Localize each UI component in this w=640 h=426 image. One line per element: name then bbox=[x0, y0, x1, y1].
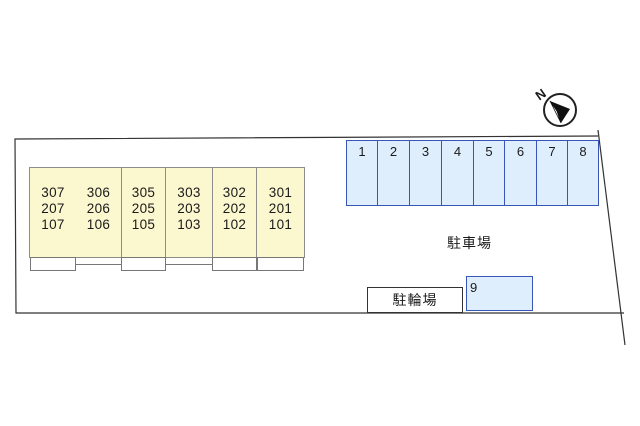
unit-number: 303 bbox=[177, 185, 201, 200]
parking-space: 6 bbox=[504, 140, 537, 206]
bicycle-parking: 駐輪場 bbox=[367, 287, 463, 313]
unit-number: 105 bbox=[131, 217, 156, 232]
parking-space: 8 bbox=[567, 140, 599, 206]
unit-number: 103 bbox=[177, 217, 201, 232]
parking-space: 9 bbox=[466, 276, 533, 311]
unit-number: 203 bbox=[177, 201, 201, 216]
unit-number: 205 bbox=[131, 201, 156, 216]
unit-column: 306 206 106 bbox=[76, 168, 121, 257]
entrance-step bbox=[30, 257, 76, 271]
unit-number: 101 bbox=[268, 217, 293, 232]
unit-number: 106 bbox=[86, 217, 111, 232]
unit-number: 202 bbox=[222, 201, 247, 216]
parking-space: 5 bbox=[473, 140, 505, 206]
north-arrow-icon bbox=[543, 93, 577, 127]
unit-number: 302 bbox=[222, 185, 247, 200]
unit-number: 107 bbox=[41, 217, 65, 232]
unit-number: 306 bbox=[86, 185, 111, 200]
parking-space: 1 bbox=[346, 140, 378, 206]
entrance-step bbox=[121, 257, 166, 271]
parking-space: 3 bbox=[409, 140, 442, 206]
parking-space: 7 bbox=[536, 140, 568, 206]
unit-column: 303 203 103 bbox=[166, 168, 212, 257]
entrance-step bbox=[257, 257, 304, 271]
walkway-line bbox=[166, 264, 212, 265]
unit-column: 301 201 101 bbox=[257, 168, 304, 257]
parking-lot-label: 駐車場 bbox=[447, 235, 492, 251]
unit-number: 207 bbox=[41, 201, 65, 216]
unit-column: 302 202 102 bbox=[212, 168, 257, 257]
unit-number: 102 bbox=[222, 217, 247, 232]
unit-column: 307 207 107 bbox=[30, 168, 76, 257]
apartment-building bbox=[29, 167, 305, 258]
unit-column: 305 205 105 bbox=[121, 168, 166, 257]
unit-number: 201 bbox=[268, 201, 293, 216]
parking-space: 2 bbox=[377, 140, 410, 206]
unit-number: 307 bbox=[41, 185, 65, 200]
unit-number: 301 bbox=[268, 185, 293, 200]
entrance-step bbox=[212, 257, 257, 271]
parking-space: 4 bbox=[441, 140, 474, 206]
unit-number: 305 bbox=[131, 185, 156, 200]
unit-number: 206 bbox=[86, 201, 111, 216]
walkway-line bbox=[76, 264, 121, 265]
